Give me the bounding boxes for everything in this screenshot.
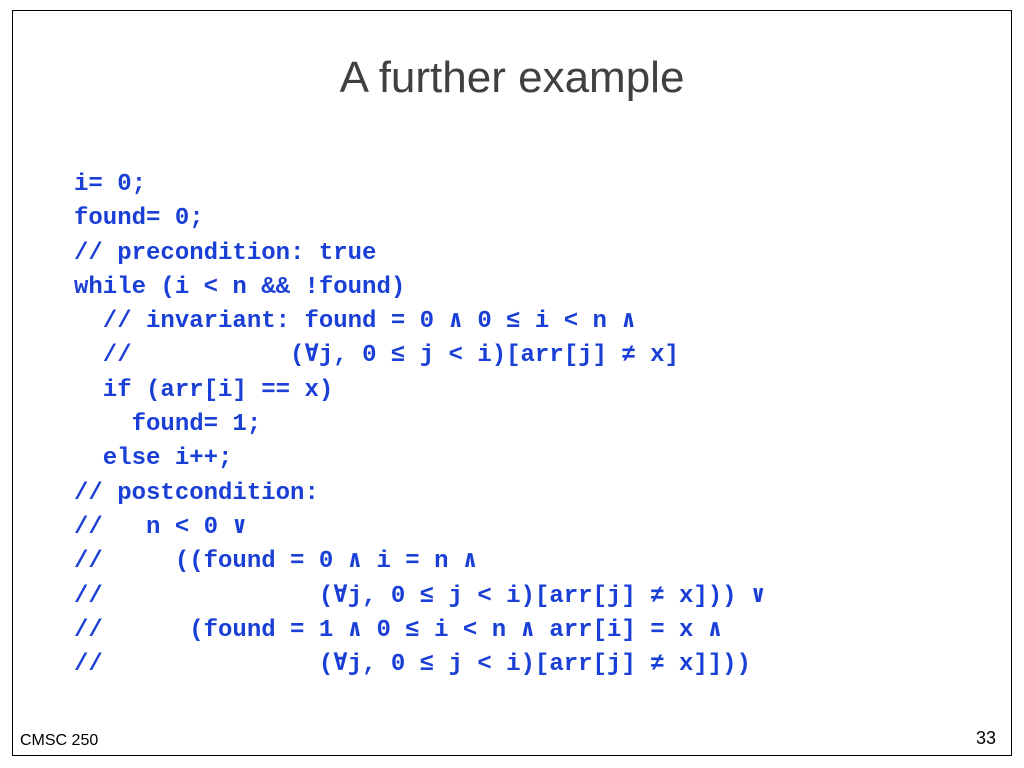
code-line: // ((found = 0 ∧ i = n ∧ (74, 548, 478, 576)
code-line: // (found = 1 ∧ 0 ≤ i < n ∧ arr[i] = x ∧ (74, 616, 723, 644)
code-block: i= 0; found= 0; // precondition: true wh… (74, 168, 765, 682)
code-line: // n < 0 ∨ (74, 513, 247, 541)
code-line: // precondition: true (74, 239, 377, 267)
code-line: // (∀j, 0 ≤ j < i)[arr[j] ≠ x] (74, 342, 679, 370)
code-line: // (∀j, 0 ≤ j < i)[arr[j] ≠ x])) ∨ (74, 582, 766, 610)
code-line: found= 1; (74, 411, 262, 439)
code-line: i= 0; (74, 171, 147, 198)
code-line: while (i < n && !found) (74, 273, 406, 301)
slide-title: A further example (339, 53, 685, 102)
code-line: if (arr[i] == x) (74, 376, 334, 404)
code-line: // (∀j, 0 ≤ j < i)[arr[j] ≠ x]])) (74, 651, 751, 679)
slide-frame (12, 10, 1012, 756)
code-line: // invariant: found = 0 ∧ 0 ≤ i < n ∧ (74, 308, 636, 336)
code-line: found= 0; (74, 205, 204, 233)
page-number: 33 (975, 728, 996, 748)
code-line: else i++; (74, 445, 233, 473)
course-label: CMSC 250 (20, 732, 99, 749)
code-line: // postcondition: (74, 479, 319, 507)
